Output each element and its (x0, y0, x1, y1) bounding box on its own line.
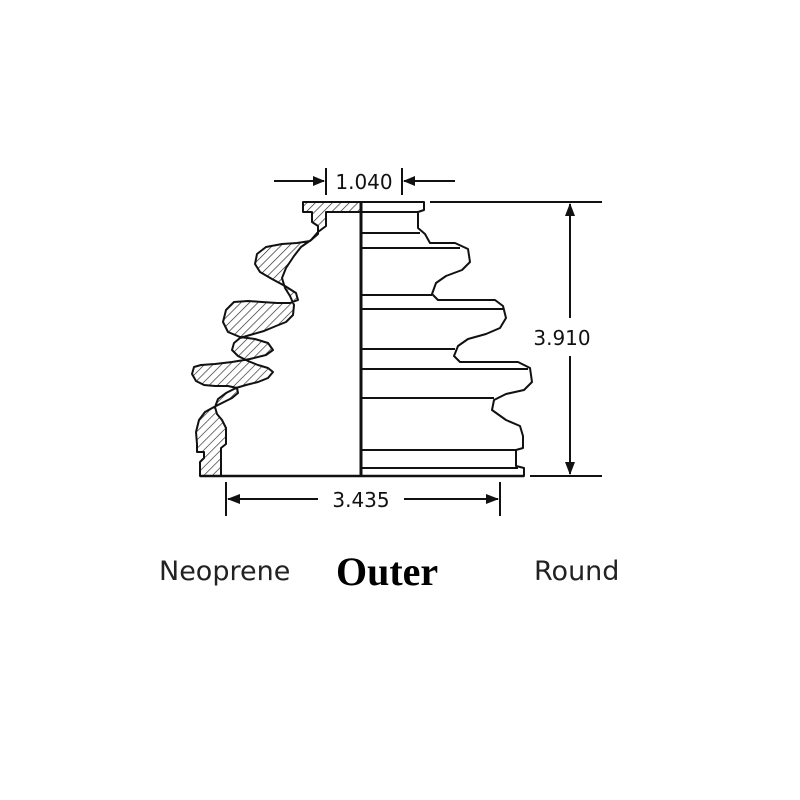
boot-cross-section (191, 201, 362, 477)
dimension-label-bottom-width: 3.435 (332, 488, 389, 512)
dimension-label-height: 3.910 (533, 326, 590, 350)
dimension-top-width (274, 168, 455, 195)
caption-position: Outer (336, 549, 439, 594)
caption-shape: Round (534, 556, 620, 587)
dimension-label-top-width: 1.040 (335, 170, 392, 194)
caption-material: Neoprene (159, 556, 291, 587)
dimension-height (430, 201, 602, 477)
dimension-bottom-width (225, 482, 501, 516)
boot-exterior-profile (361, 201, 533, 477)
